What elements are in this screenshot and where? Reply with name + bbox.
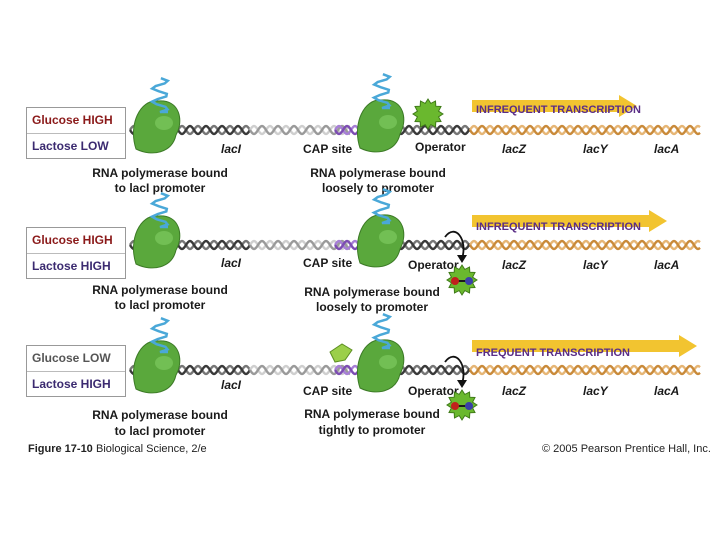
lacy-gene-label: lacY bbox=[583, 258, 608, 272]
panel-glucose-high-lactose-high: Glucose HIGH Lactose HIGH bbox=[0, 215, 720, 335]
lacz-gene-label: lacZ bbox=[502, 384, 527, 398]
lacz-gene-label: lacZ bbox=[502, 142, 527, 156]
lactose-condition: Lactose HIGH bbox=[27, 253, 125, 278]
laci-gene-label: lacI bbox=[221, 142, 242, 156]
lacz-gene-label: lacZ bbox=[502, 258, 527, 272]
center-caption-line1: RNA polymerase bound bbox=[310, 166, 446, 180]
panel-1-spacer-dna-strand-a bbox=[248, 239, 351, 251]
panel-1-laci-mrna bbox=[149, 192, 171, 229]
operator-label: Operator bbox=[415, 140, 466, 154]
left-caption-line1: RNA polymerase bound bbox=[92, 408, 228, 422]
panel-0-repressor bbox=[412, 98, 444, 130]
cap-site-label: CAP site bbox=[303, 256, 353, 270]
figure-number: Figure 17-10 bbox=[28, 443, 93, 455]
panel-2-release-arrow bbox=[444, 355, 465, 385]
condition-box: Glucose LOW Lactose HIGH bbox=[26, 345, 126, 397]
left-caption-line2: to lacI promoter bbox=[114, 181, 206, 195]
panel-0-lac-genes-dna-strand-a bbox=[468, 124, 701, 136]
glucose-condition: Glucose HIGH bbox=[32, 113, 113, 127]
center-caption-line1: RNA polymerase bound bbox=[304, 285, 440, 299]
panel-0-rna-polymerase-lac-highlight bbox=[379, 115, 397, 129]
center-caption-line2: loosely to promoter bbox=[321, 181, 435, 195]
center-caption-line2: loosely to promoter bbox=[315, 300, 429, 314]
laca-gene-label: lacA bbox=[654, 384, 680, 398]
lactose-condition: Lactose HIGH bbox=[27, 371, 125, 396]
book-title: Biological Science, 2/e bbox=[96, 443, 207, 455]
cap-site-label: CAP site bbox=[303, 142, 353, 156]
panel-1-lac-mrna bbox=[371, 188, 393, 225]
panel-1-transcription-arrow bbox=[472, 210, 667, 232]
cap-site-label: CAP site bbox=[303, 384, 353, 398]
left-caption-line1: RNA polymerase bound bbox=[92, 283, 228, 297]
lacy-gene-label: lacY bbox=[583, 142, 608, 156]
left-caption-line2: to lacI promoter bbox=[114, 424, 206, 438]
panel-2-rna-polymerase-laci-highlight bbox=[155, 356, 173, 370]
laci-gene-label: lacI bbox=[221, 256, 242, 270]
panel-2-spacer-dna-strand-a bbox=[248, 364, 351, 376]
panel-0-transcription-arrow bbox=[472, 95, 637, 117]
panel-1-lac-genes-dna-strand-a bbox=[468, 239, 701, 251]
copyright-notice: © 2005 Pearson Prentice Hall, Inc. bbox=[542, 443, 711, 455]
panel-glucose-low-lactose-high: Glucose LOW Lactose HIGH bbox=[0, 335, 720, 455]
condition-box: Glucose HIGH Lactose LOW bbox=[26, 107, 126, 159]
laci-gene-label: lacI bbox=[221, 378, 242, 392]
panel-0-lac-mrna bbox=[371, 73, 393, 110]
laca-gene-label: lacA bbox=[654, 142, 680, 156]
panel-2-rna-polymerase-lac-highlight bbox=[379, 355, 397, 369]
panel-2-lactose-galactose-unit bbox=[465, 402, 473, 410]
panel-2-transcription-label: FREQUENT TRANSCRIPTION bbox=[476, 347, 630, 359]
glucose-condition: Glucose LOW bbox=[32, 351, 111, 365]
panel-1-transcription-label: INFREQUENT TRANSCRIPTION bbox=[476, 221, 641, 233]
panel-2-lactose-glucose-unit bbox=[451, 402, 459, 410]
panel-1-lactose-galactose-unit bbox=[465, 277, 473, 285]
panel-0-laci-mrna bbox=[149, 77, 171, 114]
center-caption-line2: tightly to promoter bbox=[318, 423, 426, 437]
operator-label: Operator bbox=[408, 384, 459, 398]
panel-0-rna-polymerase-laci-highlight bbox=[155, 116, 173, 130]
panel-1-rna-polymerase-laci-highlight bbox=[155, 231, 173, 245]
laca-gene-label: lacA bbox=[654, 258, 680, 272]
panel-2-release-arrowhead bbox=[457, 380, 467, 388]
panel-2-lac-mrna bbox=[371, 313, 393, 350]
lactose-condition: Lactose LOW bbox=[27, 133, 125, 158]
panel-1-lactose-glucose-unit bbox=[451, 277, 459, 285]
left-caption-line2: to lacI promoter bbox=[114, 298, 206, 312]
panel-1-release-arrow bbox=[444, 230, 465, 260]
left-caption-line1: RNA polymerase bound bbox=[92, 166, 228, 180]
operator-label: Operator bbox=[408, 258, 459, 272]
panel-2-lac-genes-dna-strand-a bbox=[468, 364, 701, 376]
lacy-gene-label: lacY bbox=[583, 384, 608, 398]
panel-2-laci-mrna bbox=[149, 317, 171, 354]
panel-0-spacer-dna-strand-a bbox=[248, 124, 351, 136]
panel-1-rna-polymerase-lac-highlight bbox=[379, 230, 397, 244]
glucose-condition: Glucose HIGH bbox=[32, 233, 113, 247]
panel-0-transcription-label: INFREQUENT TRANSCRIPTION bbox=[476, 104, 641, 116]
panel-2-cap-protein bbox=[329, 343, 353, 363]
panel-2-transcription-arrow bbox=[472, 335, 697, 357]
center-caption-line1: RNA polymerase bound bbox=[304, 407, 440, 421]
condition-box: Glucose HIGH Lactose HIGH bbox=[26, 227, 126, 279]
panel-1-release-arrowhead bbox=[457, 255, 467, 263]
panel-glucose-high-lactose-low: Glucose HIGH Lactose LOW bbox=[0, 95, 720, 215]
